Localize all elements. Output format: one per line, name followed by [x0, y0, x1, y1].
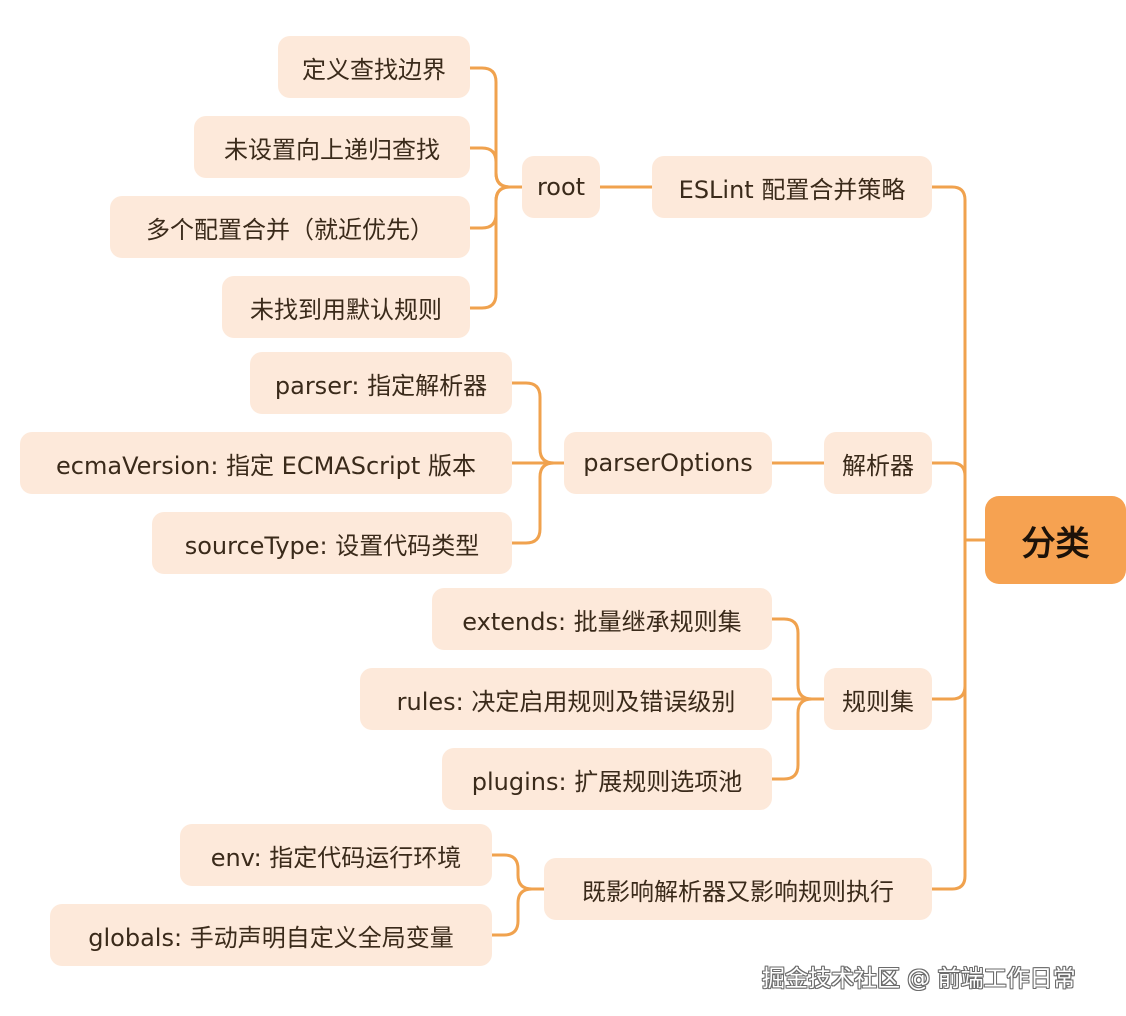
- leaf-label: 多个配置合并（就近优先）: [146, 215, 434, 244]
- edge-root-to-branch-rulesets: [930, 538, 967, 701]
- leaf-ecma-version[interactable]: ecmaVersion: 指定 ECMAScript 版本: [20, 432, 512, 494]
- leaf-recursive-search[interactable]: 未设置向上递归查找: [194, 116, 470, 178]
- watermark-text: 掘金技术社区 @ 前端工作日常: [762, 966, 1076, 992]
- branch-parser[interactable]: 解析器: [824, 432, 932, 494]
- branch-label: 规则集: [842, 687, 914, 716]
- leaf-merge-nearest[interactable]: 多个配置合并（就近优先）: [110, 196, 470, 258]
- leaf-label: 未设置向上递归查找: [224, 135, 440, 164]
- leaf-label: env: 指定代码运行环境: [210, 843, 462, 872]
- leaf-label: ecmaVersion: 指定 ECMAScript 版本: [56, 451, 476, 480]
- branch-rulesets[interactable]: 规则集: [824, 668, 932, 730]
- edge-root-to-branch-both: [930, 538, 967, 891]
- leaf-label: rules: 决定启用规则及错误级别: [396, 687, 736, 716]
- edge-root-sub-to-leaf-4: [468, 185, 524, 310]
- leaf-label: 定义查找边界: [302, 55, 446, 84]
- edge-options-to-leaf-3: [510, 461, 566, 545]
- edge-both-to-leaf-2: [490, 887, 546, 937]
- leaf-label: sourceType: 设置代码类型: [184, 531, 480, 560]
- leaf-env[interactable]: env: 指定代码运行环境: [180, 824, 492, 886]
- sub-node-label: root: [536, 173, 586, 201]
- branch-label: 既影响解析器又影响规则执行: [582, 877, 894, 906]
- root-label: 分类: [1021, 523, 1090, 564]
- leaf-label: extends: 批量继承规则集: [462, 607, 742, 636]
- leaf-parser[interactable]: parser: 指定解析器: [250, 352, 512, 414]
- edge-rulesets-to-leaf-1: [770, 617, 826, 701]
- leaf-rules[interactable]: rules: 决定启用规则及错误级别: [360, 668, 772, 730]
- leaf-define-boundary[interactable]: 定义查找边界: [278, 36, 470, 98]
- leaf-default-rules[interactable]: 未找到用默认规则: [222, 276, 470, 338]
- edge-both-to-leaf-1: [490, 853, 546, 891]
- leaf-label: 未找到用默认规则: [250, 295, 442, 324]
- edge-options-to-leaf-1: [510, 381, 566, 465]
- root-node[interactable]: 分类: [985, 496, 1126, 584]
- leaf-label: globals: 手动声明自定义全局变量: [88, 923, 454, 952]
- leaf-globals[interactable]: globals: 手动声明自定义全局变量: [50, 904, 492, 966]
- sub-node-parser-options[interactable]: parserOptions: [564, 432, 772, 494]
- branch-label: 解析器: [842, 451, 914, 480]
- edge-root-to-branch-parser: [930, 461, 967, 542]
- leaf-label: plugins: 扩展规则选项池: [471, 767, 743, 796]
- edge-root-to-branch-strategy: [930, 185, 967, 542]
- leaf-source-type[interactable]: sourceType: 设置代码类型: [152, 512, 512, 574]
- branch-eslint-strategy[interactable]: ESLint 配置合并策略: [652, 156, 932, 218]
- leaf-extends[interactable]: extends: 批量继承规则集: [432, 588, 772, 650]
- edge-rulesets-to-leaf-3: [770, 697, 826, 781]
- sub-node-root[interactable]: root: [522, 156, 600, 218]
- leaf-label: parser: 指定解析器: [274, 371, 488, 400]
- leaf-plugins[interactable]: plugins: 扩展规则选项池: [442, 748, 772, 810]
- branch-label: ESLint 配置合并策略: [678, 175, 906, 204]
- branch-parser-and-rules[interactable]: 既影响解析器又影响规则执行: [544, 858, 932, 920]
- sub-node-label: parserOptions: [583, 449, 753, 477]
